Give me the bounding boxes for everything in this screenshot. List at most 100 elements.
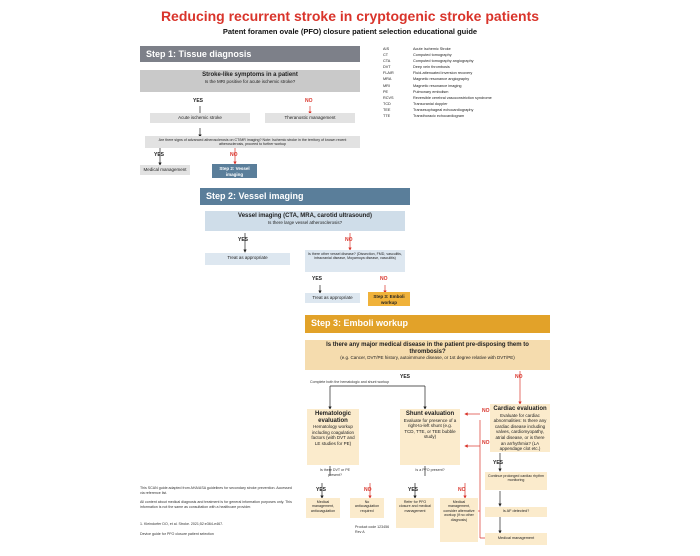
abbreviation-term: TCD [383, 101, 391, 106]
heme-no-label: NO [364, 487, 372, 493]
shunt-no-label-2: NO [482, 440, 490, 446]
hematologic-evaluation-box: Hematologic evaluation Hematology workup… [307, 409, 359, 465]
step1-yes-label: YES [193, 98, 204, 104]
abbreviation-definition: Computed tomography angiography [413, 59, 474, 64]
page-title: Reducing recurrent stroke in cryptogenic… [160, 8, 540, 24]
footnote-code: Product code 123456 Rev A [355, 525, 390, 534]
heme-yes-label: YES [316, 487, 327, 493]
step2-question-title: Vessel imaging (CTA, MRA, carotid ultras… [238, 213, 372, 219]
abbreviation-definition: Transesophageal echocardiography [413, 107, 474, 112]
hematologic-title: Hematologic evaluation [314, 411, 351, 424]
abbreviation-term: CTA [383, 59, 391, 64]
abbreviation-row: FLAIR Fluid-attenuated inversion recovery [383, 70, 493, 76]
step1-question: Stroke-like symptoms in a patient Is the… [140, 70, 360, 92]
footnote-device: Device guide for PFO closure patient sel… [140, 532, 214, 536]
abbreviation-term: MRI [383, 83, 390, 88]
step2-yes-label: YES [238, 237, 249, 243]
heme-yes-box: Medical management, anticoagulation [306, 498, 340, 518]
hematologic-question: Is there DVT or PE present? [319, 468, 351, 477]
shunt-yes-box: Refer for PFO closure and medical manage… [396, 498, 434, 528]
cardiac-body: Evaluate for cardiac abnormalities: Is t… [493, 412, 547, 452]
step2-question-sub: Is there large vessel atherosclerosis? [267, 219, 343, 225]
abbreviation-term: TTE [383, 114, 391, 119]
abbreviation-term: PE [383, 89, 389, 94]
step3-no-label: NO [515, 374, 523, 380]
step3-question-sub: (e.g. Cancer, DVT/PE history, autoimmune… [340, 355, 515, 361]
abbreviation-definition: Fluid-attenuated inversion recovery [413, 71, 473, 76]
step2-no-label: NO [345, 237, 353, 243]
step2-next-step-box: Step 3: Emboli workup [368, 292, 410, 306]
cardiac-monitoring-box: Continue prolonged cardiac rhythm monito… [485, 472, 547, 490]
step1-ais-box: Acute ischemic stroke [150, 113, 250, 123]
page-subtitle: Patent foramen ovale (PFO) closure patie… [222, 27, 478, 36]
footnote-source: This SCAN guide adapted from AHA/ASA gui… [140, 486, 292, 495]
step1-question-sub: Is the MRI positive for acute ischemic s… [204, 78, 296, 84]
hematologic-body: Hematology workup including coagulation … [311, 424, 355, 446]
step1-no-label: NO [305, 98, 313, 104]
step2-treat-box-2: Treat as appropriate [305, 293, 360, 303]
step1-medical-mgmt-box: Medical management [140, 165, 190, 175]
step1-header: Step 1: Tissue diagnosis [140, 46, 360, 62]
cardiac-yes-label: YES [493, 460, 504, 466]
abbreviation-definition: Computed tomography [413, 53, 452, 58]
abbreviation-term: FLAIR [383, 71, 394, 76]
step2-header: Step 2: Vessel imaging [200, 188, 410, 205]
step3-header: Step 3: Emboli workup [305, 315, 550, 333]
abbreviation-definition: Transcranial doppler [413, 101, 448, 106]
cardiac-title: Cardiac evaluation [493, 406, 547, 412]
af-detected-box: Is AF detected? [485, 507, 547, 517]
abbreviation-term: CT [383, 53, 389, 58]
abbreviation-row: PE Pulmonary embolism [383, 89, 493, 95]
abbreviation-row: TCD Transcranial doppler [383, 101, 493, 107]
step2-question: Vessel imaging (CTA, MRA, carotid ultras… [205, 211, 405, 231]
step2-treat-box: Treat as appropriate [205, 253, 290, 265]
abbreviation-definition: Magnetic resonance angiography [413, 77, 470, 82]
step2-no2-label: NO [380, 276, 388, 282]
footnote-refs: 1. Kleindorfer DO, et al. Stroke. 2021;5… [140, 522, 224, 526]
step2-other-vessel-question: Is there other vessel disease? (Dissecti… [305, 250, 405, 272]
abbreviation-definition: Pulmonary embolism [413, 89, 449, 94]
abbreviation-definition: Deep vein thrombosis [413, 65, 450, 70]
abbreviation-term: TEE [383, 107, 391, 112]
step3-yes-label: YES [400, 374, 411, 380]
step1-yes2-label: YES [154, 152, 165, 158]
step2-yes2-label: YES [312, 276, 323, 282]
shunt-yes-label: YES [408, 487, 419, 493]
step1-no2-label: NO [230, 152, 238, 158]
shunt-no-label-1: NO [482, 408, 490, 414]
abbreviation-row: MRA Magnetic resonance angiography [383, 76, 493, 82]
shunt-no-box: Medical management, consider alternative… [440, 498, 478, 542]
abbreviation-definition: Magnetic resonance imaging [413, 83, 462, 88]
abbreviation-row: DVT Deep vein thrombosis [383, 64, 493, 70]
footnote-note: All content about medical diagnosis and … [140, 500, 292, 509]
shunt-evaluation-box: Shunt evaluation Evaluate for presence o… [400, 409, 460, 465]
shunt-title: Shunt evaluation [405, 411, 455, 417]
shunt-no-label: NO [458, 487, 466, 493]
step1-theranostic-box: Theranostic management [265, 113, 355, 123]
cardiac-evaluation-box: Cardiac evaluation Evaluate for cardiac … [490, 404, 550, 452]
step1-atherosclerosis-question: Are there signs of advanced atherosclero… [145, 136, 360, 148]
step1-question-title: Stroke-like symptoms in a patient [202, 72, 298, 78]
abbreviation-row: TEE Transesophageal echocardiography [383, 107, 493, 113]
step1-next-step-box: Step 2: Vessel imaging [212, 164, 257, 178]
shunt-body: Evaluate for presence of a right-to-left… [403, 417, 457, 440]
abbreviation-term: RCVS [383, 95, 394, 100]
abbreviation-term: DVT [383, 65, 391, 70]
abbreviation-row: CTA Computed tomography angiography [383, 58, 493, 64]
abbreviation-row: RCVS Reversible cerebral vasoconstriction… [383, 95, 493, 101]
abbreviation-term: AIS [383, 47, 390, 51]
heme-no-box: No anticoagulation required [350, 498, 384, 518]
cardiac-medical-mgmt-box: Medical management [485, 533, 547, 545]
abbreviation-definition: Acute Ischemic Stroke [413, 47, 451, 51]
step3-question-title: Is there any major medical disease in th… [326, 342, 529, 355]
abbreviation-term: MRA [383, 77, 392, 82]
abbreviation-definition: Reversible cerebral vasoconstriction syn… [413, 95, 492, 100]
abbreviation-row: CT Computed tomography [383, 52, 493, 58]
step3-complete-text: Complete both the hematologic and shunt … [310, 380, 390, 384]
shunt-question: Is a PFO present? [415, 468, 445, 472]
abbreviation-definition: Transthoracic echocardiogram [413, 114, 465, 119]
abbreviation-row: TTE Transthoracic echocardiogram [383, 113, 493, 119]
abbreviation-row: MRI Magnetic resonance imaging [383, 83, 493, 89]
